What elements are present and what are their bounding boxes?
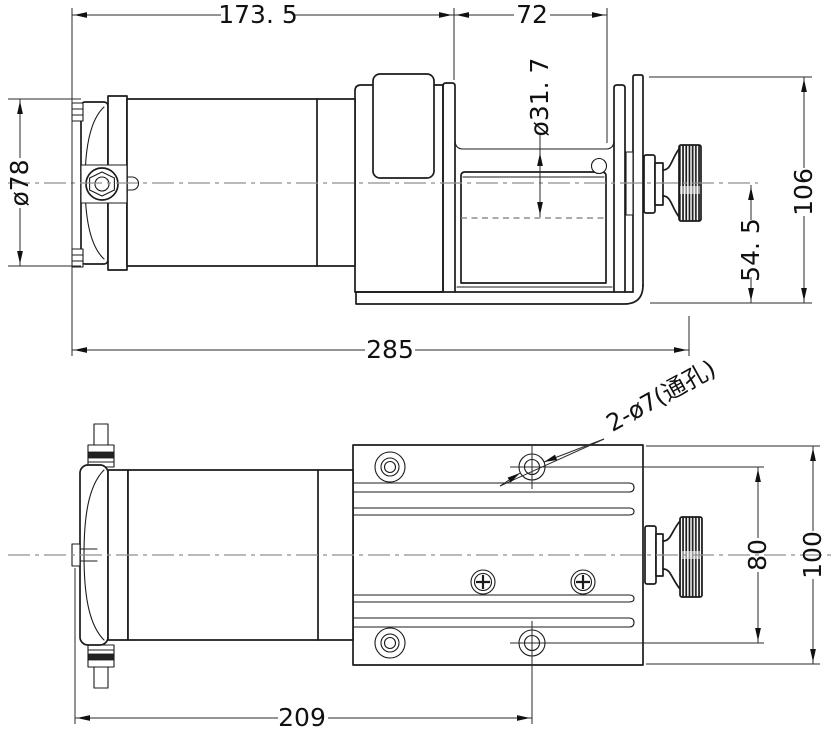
ear-top [71, 102, 84, 122]
dim-overall-height: 106 [789, 168, 818, 216]
phillips-screw-right [570, 569, 596, 595]
dim-motor-length: 173. 5 [218, 0, 298, 29]
shaft-bore [94, 176, 110, 192]
side-view: 173. 5 72 285 ø78 ø31. 7 [5, 0, 818, 364]
dim-center-height: 54. 5 [736, 218, 765, 282]
ear-top-lines [71, 108, 84, 116]
dim-overall-length: 285 [366, 335, 414, 364]
socket-screw-top-left [374, 451, 406, 483]
clutch-step2 [654, 162, 664, 206]
clutch-cap [372, 73, 435, 179]
dim-hole-spacing: 80 [743, 539, 772, 571]
clutch-step1 [643, 154, 656, 214]
knob-neck [662, 148, 680, 218]
plan-view: 2-ø7(通孔) 80 100 209 [8, 355, 832, 732]
dimensions-side-view: 173. 5 72 285 ø78 ø31. 7 [5, 0, 818, 364]
phillips-screw-left [470, 569, 496, 595]
ear-bottom-lines [71, 254, 84, 262]
dim-hole-note: 2-ø7(通孔) [602, 355, 721, 438]
bracket-web [454, 139, 615, 150]
knob-highlight-plan [681, 551, 701, 559]
dim-drum-diameter: ø31. 7 [525, 58, 554, 137]
shaft-stub-lines [79, 548, 98, 562]
cable-drum [460, 171, 607, 284]
bracket-plate-right [613, 84, 626, 293]
terminal-stud-top [87, 423, 115, 468]
base-plate-bottom [355, 284, 644, 305]
cable-anchor [590, 157, 608, 175]
dim-motor-diameter: ø78 [5, 159, 34, 206]
dim-drum-section: 72 [516, 0, 548, 29]
knob-neck-plan [662, 520, 681, 590]
dim-plate-width: 100 [798, 531, 827, 579]
motor-tab [126, 176, 140, 191]
ear-bottom [71, 248, 84, 268]
knob-highlight [680, 186, 700, 194]
terminal-stud-bottom [87, 644, 115, 689]
side-plate [632, 74, 644, 293]
dim-hole-offset-length: 209 [278, 703, 326, 732]
socket-screw-bottom-left [374, 627, 406, 659]
plate-ribs [352, 482, 635, 628]
bracket-plate-left [442, 82, 456, 293]
